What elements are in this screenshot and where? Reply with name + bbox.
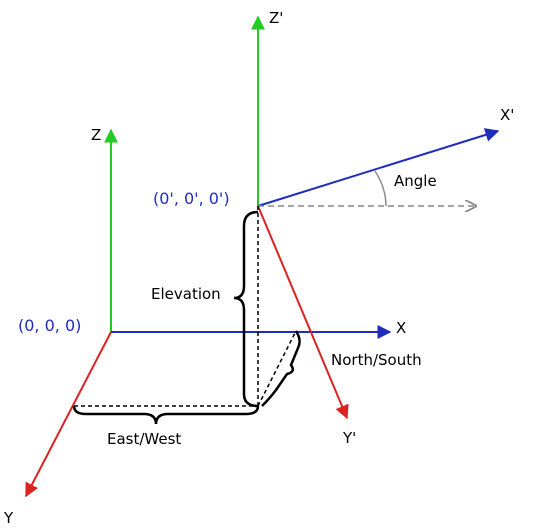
angle-arc <box>374 170 387 207</box>
north-south-projection-line <box>257 330 297 407</box>
east-west-label: East/West <box>107 430 181 448</box>
origin-prime-label: (0', 0', 0') <box>153 189 230 208</box>
elevation-label: Elevation <box>151 285 221 303</box>
angle-label: Angle <box>394 172 437 190</box>
x-prime-axis <box>257 128 500 207</box>
north-south-brace <box>261 330 301 407</box>
z-axis-label: Z <box>91 126 101 144</box>
elevation-brace <box>233 210 259 408</box>
origin-label: (0, 0, 0) <box>18 316 81 335</box>
y-axis-label: Y <box>3 509 14 527</box>
y-prime-axis-label: Y' <box>342 429 356 447</box>
east-west-brace <box>72 405 260 425</box>
north-south-label: North/South <box>331 351 422 369</box>
z-prime-axis-label: Z' <box>269 9 283 27</box>
x-axis-label: X <box>396 319 406 337</box>
y-prime-axis <box>257 205 349 420</box>
x-prime-axis-label: X' <box>500 106 514 124</box>
y-axis <box>25 331 112 498</box>
